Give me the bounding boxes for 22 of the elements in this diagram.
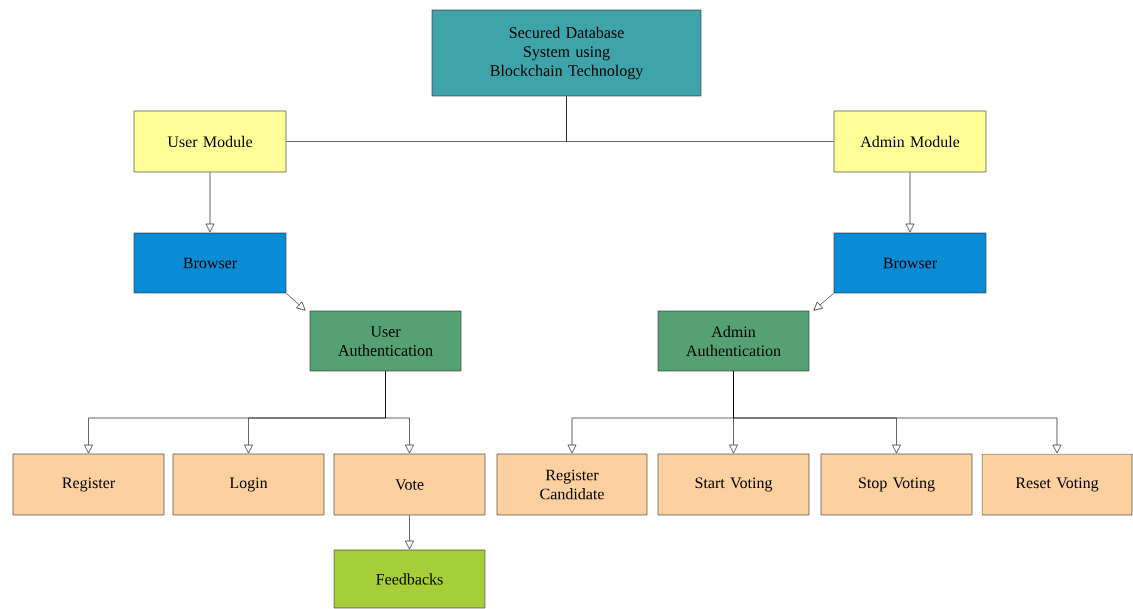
action-box: Stop Voting bbox=[820, 453, 973, 516]
arrow bbox=[385, 371, 414, 454]
browser-box: Browser bbox=[833, 232, 987, 294]
feedback-box: Feedbacks bbox=[333, 549, 486, 609]
authentication-box: User Authentication bbox=[309, 310, 462, 372]
authentication-box: Admin Authentication bbox=[657, 310, 810, 372]
arrow bbox=[905, 172, 915, 233]
arrow bbox=[813, 293, 834, 311]
module-box: Admin Module bbox=[833, 110, 987, 173]
action-box: Reset Voting bbox=[981, 453, 1133, 516]
action-box: Register bbox=[12, 453, 165, 516]
title-box: Secured Database System using Blockchain Technology bbox=[431, 9, 702, 97]
arrow bbox=[733, 371, 1062, 454]
arrow bbox=[205, 172, 215, 233]
action-box: Start Voting bbox=[657, 453, 810, 516]
action-box: Login bbox=[172, 453, 325, 516]
browser-box: Browser bbox=[133, 232, 287, 294]
action-box: Vote bbox=[333, 453, 486, 516]
arrow bbox=[405, 515, 414, 550]
action-box: Register Candidate bbox=[496, 453, 648, 516]
module-box: User Module bbox=[133, 110, 287, 173]
arrow bbox=[286, 293, 306, 311]
